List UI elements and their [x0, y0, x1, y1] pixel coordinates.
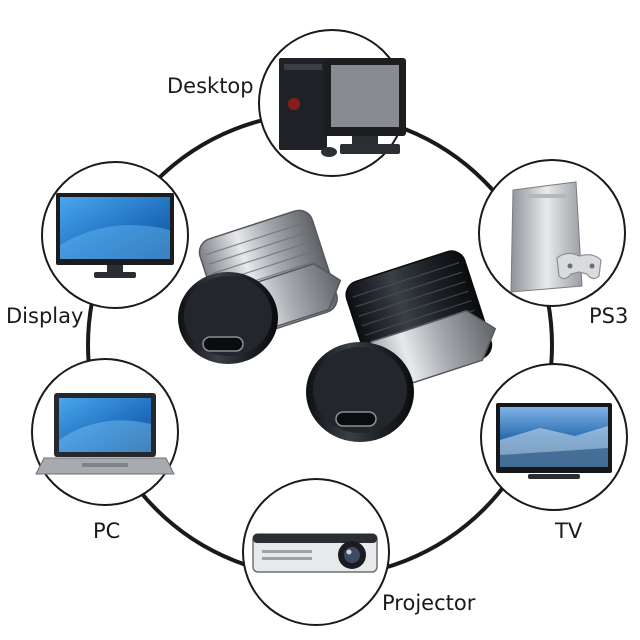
- ps3-node: [478, 159, 626, 307]
- desktop-node: [258, 29, 406, 177]
- desktop-computer-icon: [279, 58, 406, 157]
- usb-c-connector-black: [306, 250, 497, 442]
- projector-icon: [252, 533, 378, 573]
- laptop-icon: [35, 393, 175, 475]
- display-node: [41, 161, 189, 309]
- projector-node: [242, 478, 390, 626]
- projector-label: Projector: [382, 591, 476, 615]
- usb-c-port: [335, 411, 377, 427]
- tv-label: TV: [555, 519, 583, 543]
- tv-icon: [496, 403, 612, 479]
- pc-node: [31, 358, 179, 506]
- tv-node: [480, 363, 628, 511]
- usb-c-connector-silver: [178, 209, 342, 364]
- game-console-icon: [510, 181, 602, 293]
- display-label: Display: [6, 304, 84, 328]
- ps3-label: PS3: [589, 304, 629, 328]
- desktop-label: Desktop: [167, 74, 254, 98]
- usb-c-port: [202, 336, 244, 352]
- monitor-icon: [56, 193, 174, 278]
- pc-label: PC: [93, 519, 121, 543]
